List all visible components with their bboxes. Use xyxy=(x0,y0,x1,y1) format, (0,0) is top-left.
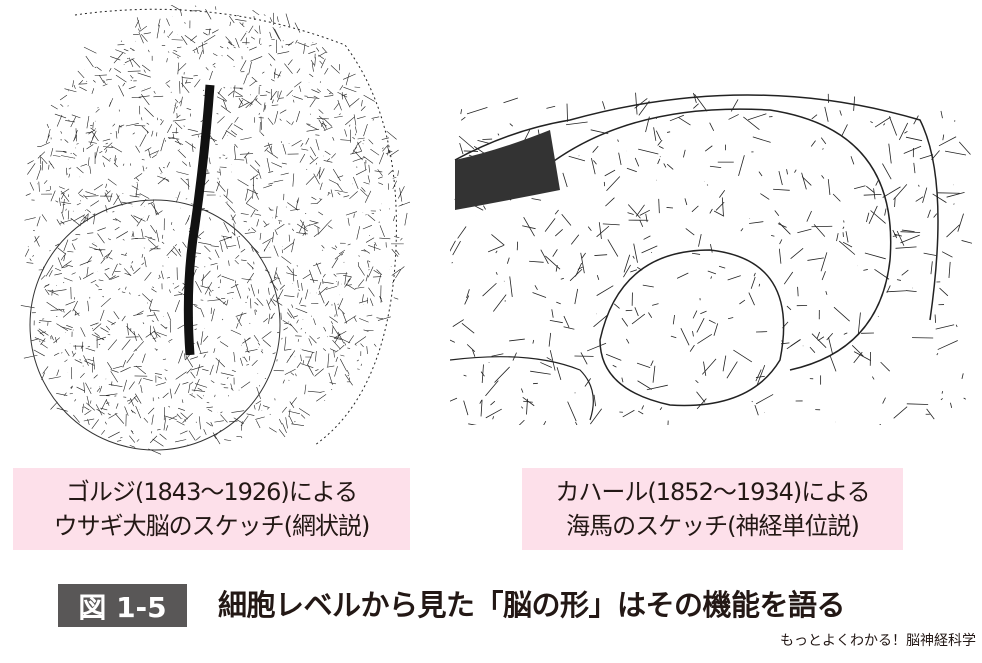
figure-title: 細胞レベルから見た「脳の形」はその機能を語る xyxy=(218,588,846,622)
golgi-caption-line2: ウサギ大脳のスケッチ(網状説) xyxy=(53,512,371,540)
cajal-caption: カハール(1852〜1934)による 海馬のスケッチ(神経単位説) xyxy=(522,468,903,550)
source-credit: もっとよくわかる！脳神経科学 xyxy=(780,633,976,649)
cajal-hippocampus-sketch xyxy=(450,92,972,425)
cajal-caption-line2: 海馬のスケッチ(神経単位説) xyxy=(566,512,860,540)
golgi-rabbit-brain-sketch xyxy=(20,5,410,455)
figure-label: 図 1-5 xyxy=(58,584,187,627)
golgi-caption-line1: ゴルジ(1843〜1926)による xyxy=(65,478,358,506)
golgi-caption: ゴルジ(1843〜1926)による ウサギ大脳のスケッチ(網状説) xyxy=(13,468,410,550)
cajal-caption-line1: カハール(1852〜1934)による xyxy=(555,478,870,506)
